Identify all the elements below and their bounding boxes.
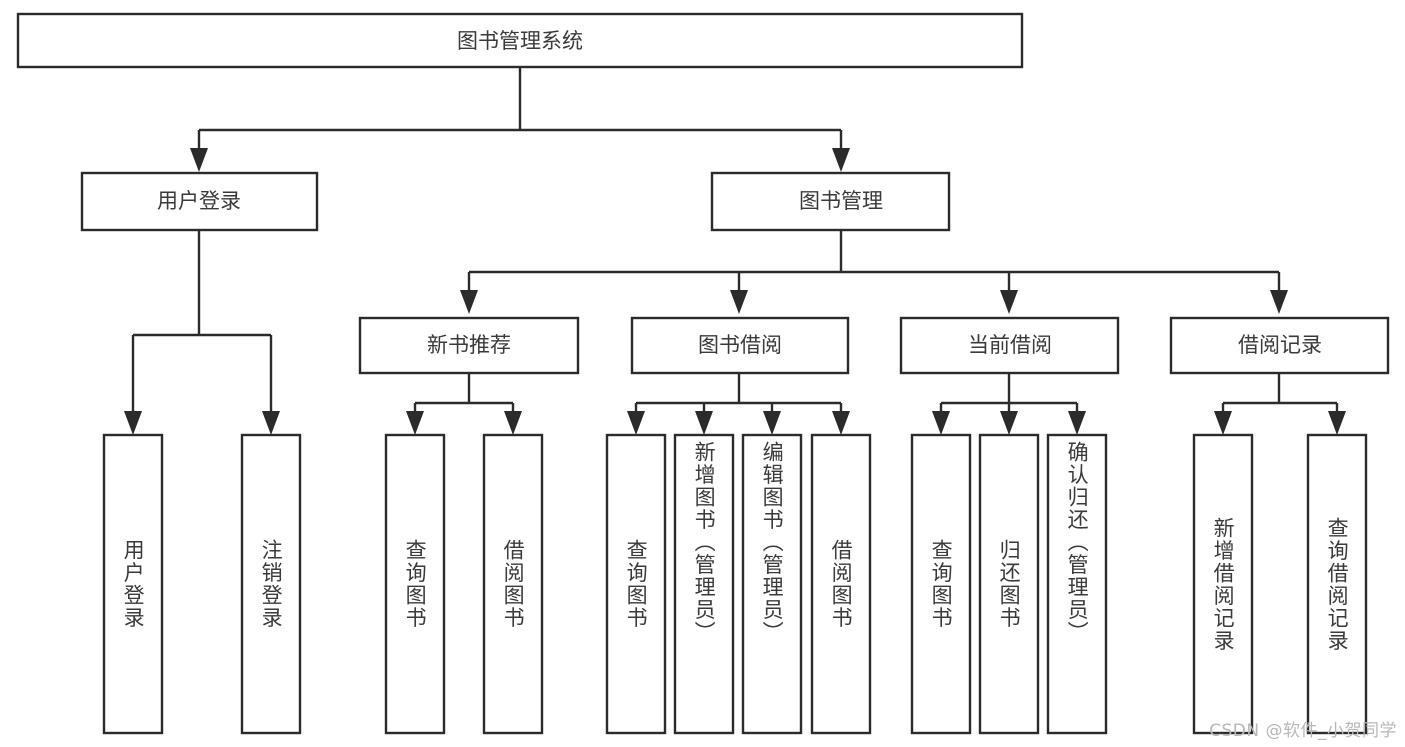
node-root[interactable]: 图书管理系统 — [16, 12, 1024, 69]
node-new-book-recommend-label: 新书推荐 — [427, 333, 511, 357]
node-book-borrow[interactable]: 图书借阅 — [630, 316, 850, 375]
leaf-box-add-record — [1192, 433, 1254, 735]
leaf-box-user-login — [102, 433, 164, 735]
connector-newbook-to-leaves — [406, 373, 522, 435]
node-new-book-recommend[interactable]: 新书推荐 — [358, 316, 580, 375]
leaf-box-borrow-book-2 — [810, 433, 872, 735]
leaf-box-query-book-2 — [605, 433, 667, 735]
connector-root-to-level2 — [190, 67, 850, 172]
leaf-box-query-book-3 — [910, 433, 972, 735]
node-user-login[interactable]: 用户登录 — [80, 171, 319, 232]
leaf-box-query-book-1 — [384, 433, 446, 735]
leaf-box-user-logout — [240, 433, 302, 735]
leaf-boxes — [102, 433, 1368, 735]
leaf-box-return-book — [978, 433, 1040, 735]
node-borrow-record[interactable]: 借阅记录 — [1169, 316, 1390, 375]
node-user-login-label: 用户登录 — [157, 189, 241, 213]
leaf-box-edit-book — [741, 433, 803, 735]
leaf-box-confirm-return — [1046, 433, 1108, 735]
node-current-borrow[interactable]: 当前借阅 — [899, 316, 1120, 375]
watermark: CSDN @软件_小贺同学 — [1209, 721, 1397, 741]
connector-userlogin-to-leaves — [124, 230, 280, 435]
node-current-borrow-label: 当前借阅 — [968, 333, 1052, 357]
connector-borrowrecord-to-leaves — [1214, 373, 1346, 435]
node-borrow-record-label: 借阅记录 — [1238, 333, 1322, 357]
node-book-borrow-label: 图书借阅 — [698, 333, 782, 357]
node-root-label: 图书管理系统 — [457, 29, 583, 53]
connector-bookborrow-to-leaves — [627, 373, 850, 435]
connector-bookmanage-to-level3 — [460, 230, 1288, 314]
node-book-manage[interactable]: 图书管理 — [710, 171, 951, 232]
leaf-box-borrow-book-1 — [482, 433, 544, 735]
leaf-box-add-book — [673, 433, 735, 735]
node-book-manage-label: 图书管理 — [799, 189, 883, 213]
connector-currentborrow-to-leaves — [932, 373, 1086, 435]
leaf-box-query-record — [1306, 433, 1368, 735]
